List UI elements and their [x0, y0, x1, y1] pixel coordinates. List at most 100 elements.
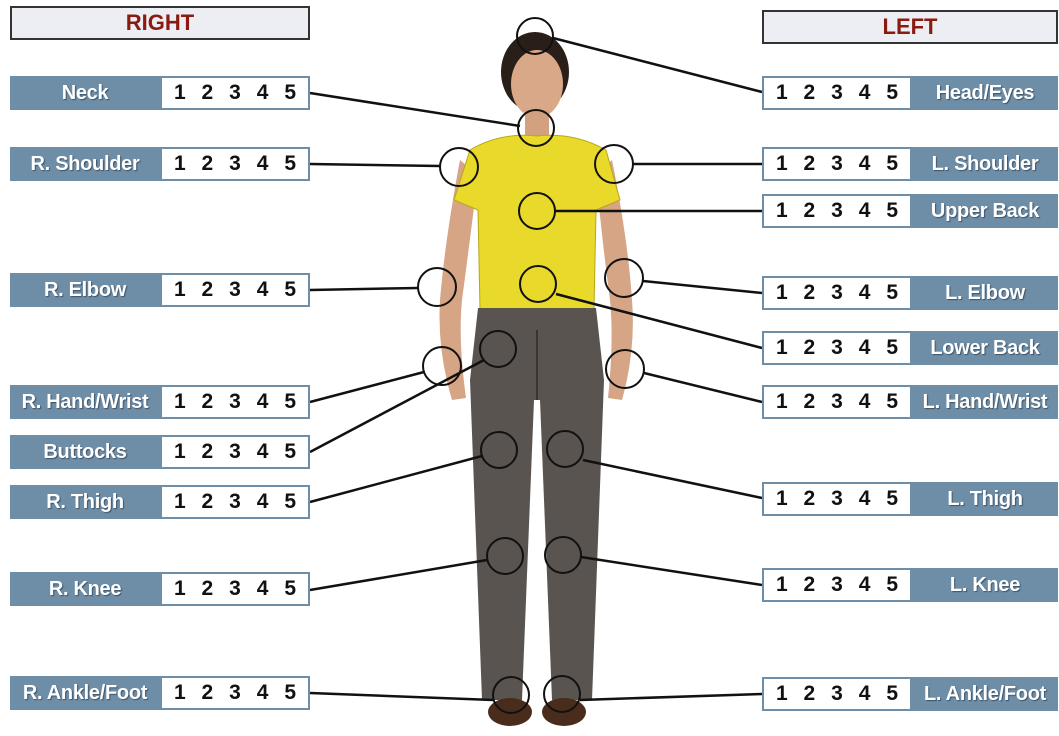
- rating-3[interactable]: 3: [831, 152, 843, 176]
- rating-4[interactable]: 4: [859, 682, 871, 706]
- rating-4[interactable]: 4: [257, 278, 269, 302]
- rating-5[interactable]: 5: [284, 490, 296, 514]
- rating-1[interactable]: 1: [174, 490, 186, 514]
- rating-4[interactable]: 4: [257, 152, 269, 176]
- rating-3[interactable]: 3: [229, 278, 241, 302]
- rating-2[interactable]: 2: [804, 281, 816, 305]
- rating-5[interactable]: 5: [284, 152, 296, 176]
- rating-3[interactable]: 3: [831, 390, 843, 414]
- rating-4[interactable]: 4: [257, 440, 269, 464]
- rating-3[interactable]: 3: [831, 81, 843, 105]
- rating-2[interactable]: 2: [804, 81, 816, 105]
- rating-1[interactable]: 1: [776, 199, 788, 223]
- rating-3[interactable]: 3: [831, 281, 843, 305]
- rating-1[interactable]: 1: [174, 278, 186, 302]
- rating-1[interactable]: 1: [776, 573, 788, 597]
- rating-1[interactable]: 1: [776, 487, 788, 511]
- rating-3[interactable]: 3: [229, 577, 241, 601]
- rating-2[interactable]: 2: [804, 390, 816, 414]
- rating-5[interactable]: 5: [284, 440, 296, 464]
- rating-2[interactable]: 2: [804, 487, 816, 511]
- rating-2[interactable]: 2: [202, 152, 214, 176]
- rating-1[interactable]: 1: [776, 390, 788, 414]
- rating-3[interactable]: 3: [831, 336, 843, 360]
- rating-3[interactable]: 3: [831, 487, 843, 511]
- rating-1[interactable]: 1: [174, 681, 186, 705]
- rating-5[interactable]: 5: [886, 573, 898, 597]
- rating-5[interactable]: 5: [886, 336, 898, 360]
- rating-5[interactable]: 5: [886, 682, 898, 706]
- rating-4[interactable]: 4: [859, 152, 871, 176]
- rating-3[interactable]: 3: [831, 682, 843, 706]
- rating-5[interactable]: 5: [284, 577, 296, 601]
- rating-4[interactable]: 4: [859, 573, 871, 597]
- rating-1[interactable]: 1: [776, 682, 788, 706]
- rating-1[interactable]: 1: [174, 390, 186, 414]
- rating-5[interactable]: 5: [284, 81, 296, 105]
- rating-5[interactable]: 5: [886, 152, 898, 176]
- rating-4[interactable]: 4: [859, 199, 871, 223]
- rating-3[interactable]: 3: [831, 199, 843, 223]
- rating-1[interactable]: 1: [776, 81, 788, 105]
- rating-1[interactable]: 1: [174, 81, 186, 105]
- rating-4[interactable]: 4: [257, 577, 269, 601]
- rating-2[interactable]: 2: [804, 152, 816, 176]
- rating-4[interactable]: 4: [859, 81, 871, 105]
- rating-1[interactable]: 1: [776, 152, 788, 176]
- rating-2[interactable]: 2: [202, 440, 214, 464]
- rating-1[interactable]: 1: [174, 152, 186, 176]
- rating-3[interactable]: 3: [229, 81, 241, 105]
- rating-3[interactable]: 3: [229, 681, 241, 705]
- rating-4[interactable]: 4: [257, 390, 269, 414]
- rating-3[interactable]: 3: [229, 390, 241, 414]
- rating-2[interactable]: 2: [804, 199, 816, 223]
- rating-1[interactable]: 1: [174, 440, 186, 464]
- rating-4[interactable]: 4: [859, 281, 871, 305]
- rating-2[interactable]: 2: [804, 573, 816, 597]
- rating-2[interactable]: 2: [202, 577, 214, 601]
- rating-4[interactable]: 4: [859, 336, 871, 360]
- rating-2[interactable]: 2: [202, 490, 214, 514]
- rating-4[interactable]: 4: [859, 390, 871, 414]
- rating-5[interactable]: 5: [886, 281, 898, 305]
- rating-4[interactable]: 4: [859, 487, 871, 511]
- rating-3[interactable]: 3: [229, 152, 241, 176]
- rating-3[interactable]: 3: [831, 573, 843, 597]
- rating-1[interactable]: 1: [174, 577, 186, 601]
- rating-3[interactable]: 3: [229, 490, 241, 514]
- rating-5[interactable]: 5: [886, 199, 898, 223]
- rating-2[interactable]: 2: [804, 682, 816, 706]
- rating-4[interactable]: 4: [257, 81, 269, 105]
- rating-1[interactable]: 1: [776, 336, 788, 360]
- rating-4[interactable]: 4: [257, 681, 269, 705]
- rating-5[interactable]: 5: [284, 278, 296, 302]
- rating-5[interactable]: 5: [886, 81, 898, 105]
- rating-5[interactable]: 5: [284, 390, 296, 414]
- rating-4[interactable]: 4: [257, 490, 269, 514]
- rating-1[interactable]: 1: [776, 281, 788, 305]
- rating-2[interactable]: 2: [202, 681, 214, 705]
- rating-5[interactable]: 5: [284, 681, 296, 705]
- rating-2[interactable]: 2: [202, 278, 214, 302]
- rating-3[interactable]: 3: [229, 440, 241, 464]
- rating-5[interactable]: 5: [886, 487, 898, 511]
- rating-2[interactable]: 2: [202, 81, 214, 105]
- rating-5[interactable]: 5: [886, 390, 898, 414]
